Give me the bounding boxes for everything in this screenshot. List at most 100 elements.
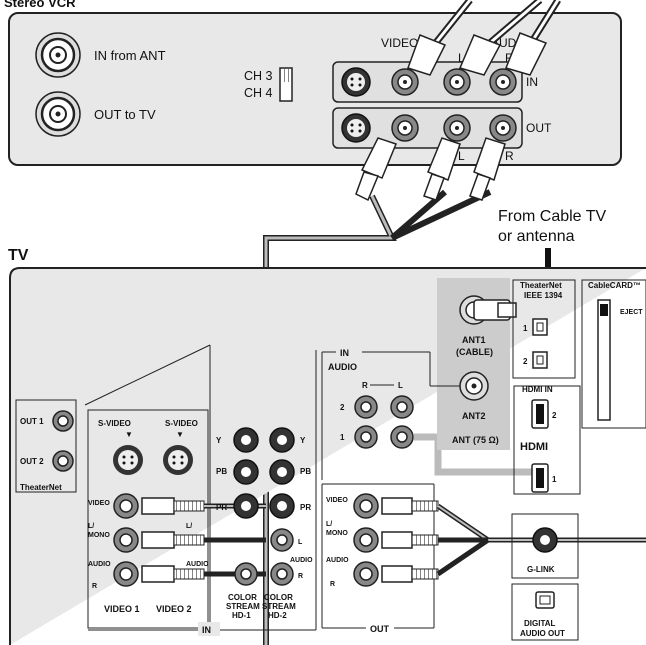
tv-panel bbox=[9, 267, 646, 645]
svideo1-jack[interactable] bbox=[113, 445, 143, 475]
pb-label-1: PB bbox=[216, 467, 227, 476]
pb-label-2: PB bbox=[300, 467, 311, 476]
out-audio-l-plug bbox=[381, 531, 439, 549]
audio-in1-r-jack[interactable] bbox=[354, 425, 378, 449]
in-audio-2-label: 2 bbox=[340, 403, 345, 412]
r-label-v1: R bbox=[92, 583, 97, 590]
vcr-out-r-label: R bbox=[505, 149, 514, 163]
audio-in1-l-jack[interactable] bbox=[390, 425, 414, 449]
out-video-plug bbox=[381, 497, 439, 515]
vcr-in-audio-l-plug bbox=[458, 0, 543, 76]
digital-audio-out-port[interactable] bbox=[535, 591, 555, 609]
vcr-audio-l-out-jack[interactable] bbox=[443, 114, 471, 142]
vcr-video-out-jack[interactable] bbox=[391, 114, 419, 142]
hd2-audio-l-jack[interactable] bbox=[270, 528, 294, 552]
out-audio-r-jack[interactable] bbox=[353, 561, 379, 587]
in-audio-1-label: 1 bbox=[340, 433, 345, 442]
hdmi2-num: 2 bbox=[552, 411, 557, 420]
video1-audio-r-jack[interactable] bbox=[113, 561, 139, 587]
theaternet-out1-label: OUT 1 bbox=[20, 417, 44, 426]
ant1-connector[interactable] bbox=[459, 295, 517, 325]
hd2-audio-r-jack[interactable] bbox=[270, 562, 294, 586]
svideo2-jack[interactable] bbox=[163, 445, 193, 475]
ieee1394-port1[interactable] bbox=[532, 318, 548, 336]
hd-r-label: R bbox=[298, 573, 303, 580]
hd1-audio-r-jack[interactable] bbox=[234, 562, 258, 586]
hd2-y-jack[interactable] bbox=[269, 427, 295, 453]
audio-label-v2: AUDIO bbox=[186, 561, 209, 568]
hdmi2-port[interactable] bbox=[531, 399, 549, 429]
video1-audio-l-jack[interactable] bbox=[113, 527, 139, 553]
cablecard-group bbox=[581, 279, 646, 429]
vcr-out-to-tv-label: OUT to TV bbox=[94, 107, 156, 122]
hd2-pb-jack[interactable] bbox=[269, 459, 295, 485]
out-video-jack[interactable] bbox=[353, 493, 379, 519]
cs1-line1: COLOR bbox=[228, 593, 257, 602]
svideo1-label: S-VIDEO bbox=[98, 419, 131, 428]
in-audio-r-label: R bbox=[362, 381, 368, 390]
cablecard-slot[interactable] bbox=[597, 299, 611, 421]
video1-video-jack[interactable] bbox=[113, 493, 139, 519]
vcr-audio-l-in-jack[interactable] bbox=[443, 68, 471, 96]
vcr-video-label: VIDEO bbox=[381, 36, 418, 50]
pr-label-2: PR bbox=[300, 503, 311, 512]
hd-l-label: L bbox=[298, 539, 303, 546]
in-audio-audio-label: AUDIO bbox=[328, 362, 357, 372]
tv-title: TV bbox=[8, 247, 29, 264]
theaternet-out1-jack[interactable] bbox=[52, 410, 74, 432]
vcr-l-label: L bbox=[458, 51, 465, 65]
vcr-out-audio-r-plug bbox=[469, 137, 506, 201]
ieee1394-port2[interactable] bbox=[532, 351, 548, 369]
digital-audio-group bbox=[511, 583, 579, 641]
vcr-svideo-out-jack[interactable] bbox=[341, 113, 371, 143]
glink-group bbox=[511, 513, 579, 579]
vcr-out-to-tv-connector[interactable] bbox=[35, 91, 81, 137]
in-label-bottom: IN bbox=[202, 625, 211, 635]
theaternet-label: TheaterNet bbox=[20, 483, 62, 492]
ieee-port1-label: 1 bbox=[523, 324, 528, 333]
vcr-svideo-in-jack[interactable] bbox=[341, 67, 371, 97]
y-label-1: Y bbox=[216, 436, 222, 445]
svideo2-label: S-VIDEO bbox=[165, 419, 198, 428]
vcr-out-video-plug bbox=[355, 137, 397, 202]
audio-in2-r-jack[interactable] bbox=[354, 395, 378, 419]
vcr-video-in-jack[interactable] bbox=[391, 68, 419, 96]
hd1-pb-jack[interactable] bbox=[233, 459, 259, 485]
hd1-pr-jack[interactable] bbox=[233, 493, 259, 519]
out-lmono-b: MONO bbox=[326, 530, 348, 537]
hdmi-in-label: HDMI IN bbox=[522, 385, 553, 394]
vcr-ant-in-connector[interactable] bbox=[35, 32, 81, 78]
theaternet-out2-label: OUT 2 bbox=[20, 457, 44, 466]
vcr-audio-r-out-jack[interactable] bbox=[489, 114, 517, 142]
cable-label-line1: From Cable TV bbox=[498, 208, 607, 225]
theaternet-out2-jack[interactable] bbox=[52, 450, 74, 472]
hdmi-logo: HDMI bbox=[520, 441, 548, 453]
hd1-y-jack[interactable] bbox=[233, 427, 259, 453]
ant75-label: ANT (75 Ω) bbox=[452, 435, 499, 445]
lmono-label-v2a: L/ bbox=[186, 523, 192, 530]
theaternet-group bbox=[15, 399, 77, 493]
vcr-channel-switch[interactable] bbox=[279, 67, 293, 102]
ant1-cable-label: (CABLE) bbox=[456, 347, 493, 357]
vcr-out-audio-l-plug bbox=[423, 137, 461, 201]
ieee1394-label: IEEE 1394 bbox=[524, 291, 563, 300]
ant2-connector[interactable] bbox=[459, 371, 489, 401]
vcr-in-audio-r-plug bbox=[504, 0, 561, 76]
hd2-pr-jack[interactable] bbox=[269, 493, 295, 519]
cs2-line1: COLOR bbox=[264, 593, 293, 602]
vcr-ch3-label: CH 3 bbox=[244, 69, 273, 83]
vcr-audio-r-in-jack[interactable] bbox=[489, 68, 517, 96]
out-cable-bundle bbox=[436, 503, 646, 577]
vcr-in-video-plug bbox=[407, 0, 473, 76]
glink-jack[interactable] bbox=[532, 527, 558, 553]
audio-out-label: AUDIO OUT bbox=[520, 629, 565, 638]
out-video-label: VIDEO bbox=[326, 497, 348, 504]
video-label-v1: VIDEO bbox=[88, 500, 110, 507]
audio-label-v1: AUDIO bbox=[88, 561, 111, 568]
hdmi1-port[interactable] bbox=[531, 463, 549, 493]
out-audio-l-jack[interactable] bbox=[353, 527, 379, 553]
ant1-label: ANT1 bbox=[462, 335, 486, 345]
digital-label: DIGITAL bbox=[524, 619, 556, 628]
vcr-title: Stereo VCR bbox=[4, 0, 76, 10]
audio-in2-l-jack[interactable] bbox=[390, 395, 414, 419]
